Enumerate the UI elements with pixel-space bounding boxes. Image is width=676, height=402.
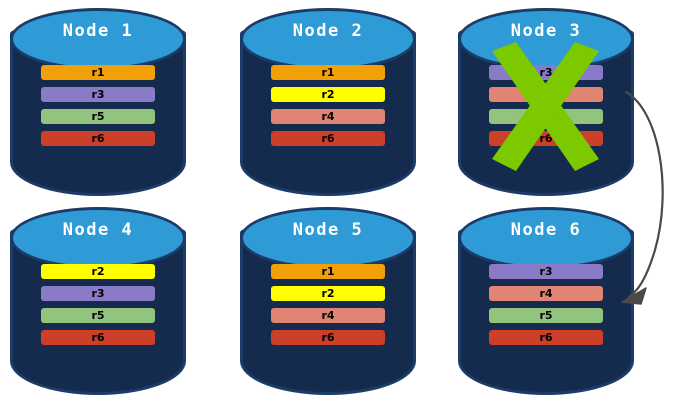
database-node-2[interactable]: Node 2 r1 r2 r4 r6 (240, 8, 416, 196)
record-list: r3 r4 r5 r6 (489, 65, 603, 146)
record-bar-r5[interactable]: r5 (41, 109, 155, 124)
database-node-1[interactable]: Node 1 r1 r3 r5 r6 (10, 8, 186, 196)
node-title: Node 5 (292, 220, 364, 240)
record-bar-r2[interactable]: r2 (271, 286, 385, 301)
record-list: r1 r2 r4 r6 (271, 264, 385, 345)
record-bar-r6[interactable]: r6 (41, 131, 155, 146)
record-bar-r4[interactable]: r4 (489, 87, 603, 102)
record-bar-r1[interactable]: r1 (271, 65, 385, 80)
record-bar-r6[interactable]: r6 (271, 330, 385, 345)
record-bar-r4[interactable]: r4 (271, 109, 385, 124)
record-list: r1 r3 r5 r6 (41, 65, 155, 146)
database-node-5[interactable]: Node 5 r1 r2 r4 r6 (240, 207, 416, 395)
record-bar-r6[interactable]: r6 (41, 330, 155, 345)
record-bar-r6[interactable]: r6 (271, 131, 385, 146)
record-bar-r1[interactable]: r1 (271, 264, 385, 279)
cylinder-top-ellipse (240, 207, 416, 269)
record-bar-r4[interactable]: r4 (489, 286, 603, 301)
record-list: r1 r2 r4 r6 (271, 65, 385, 146)
record-bar-r5[interactable]: r5 (489, 109, 603, 124)
record-bar-r5[interactable]: r5 (41, 308, 155, 323)
record-bar-r3[interactable]: r3 (489, 65, 603, 80)
record-bar-r3[interactable]: r3 (41, 87, 155, 102)
record-bar-r6[interactable]: r6 (489, 131, 603, 146)
database-node-4[interactable]: Node 4 r2 r3 r5 r6 (10, 207, 186, 395)
cylinder-top-ellipse (10, 8, 186, 70)
database-node-6[interactable]: Node 6 r3 r4 r5 r6 (458, 207, 634, 395)
record-bar-r3[interactable]: r3 (41, 286, 155, 301)
node-title: Node 1 (62, 21, 134, 41)
node-title: Node 4 (62, 220, 134, 240)
record-bar-r3[interactable]: r3 (489, 264, 603, 279)
node-title: Node 3 (510, 21, 582, 41)
database-node-3[interactable]: Node 3 r3 r4 r5 r6 (458, 8, 634, 196)
record-bar-r6[interactable]: r6 (489, 330, 603, 345)
record-bar-r5[interactable]: r5 (489, 308, 603, 323)
record-bar-r4[interactable]: r4 (271, 308, 385, 323)
record-list: r2 r3 r5 r6 (41, 264, 155, 345)
node-title: Node 6 (510, 220, 582, 240)
cylinder-top-ellipse (240, 8, 416, 70)
record-bar-r1[interactable]: r1 (41, 65, 155, 80)
record-bar-r2[interactable]: r2 (41, 264, 155, 279)
node-title: Node 2 (292, 21, 364, 41)
record-bar-r2[interactable]: r2 (271, 87, 385, 102)
record-list: r3 r4 r5 r6 (489, 264, 603, 345)
